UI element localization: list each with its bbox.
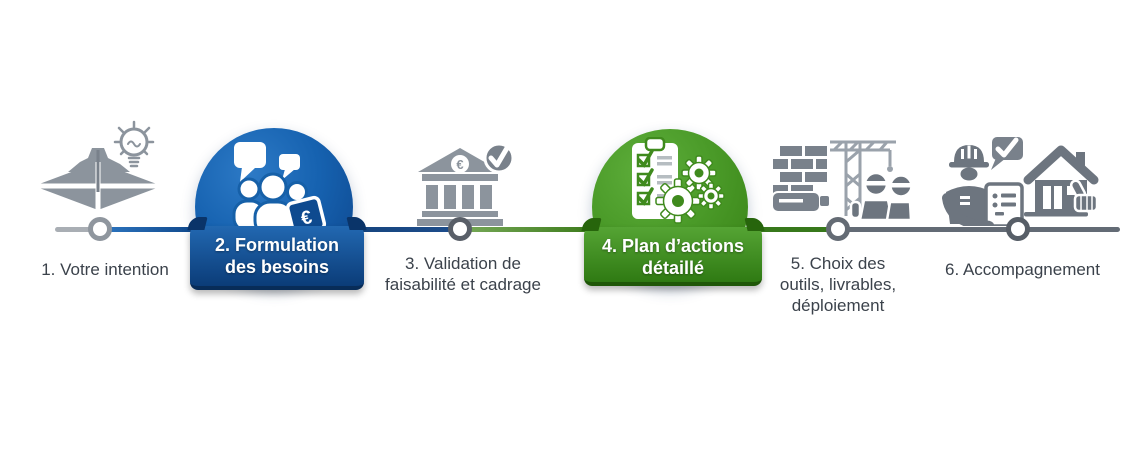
feature-label-line: des besoins (224, 257, 330, 277)
step-label-3: 3. Validation de faisabilité et cadrage (368, 253, 558, 295)
timeline-node-6 (1006, 217, 1030, 241)
timeline-segment-green-in (462, 227, 587, 232)
terrain-lightbulb-icon (30, 120, 170, 225)
worker-handover-house-icon (934, 132, 1102, 231)
feature-label-line: détaillé (641, 258, 705, 278)
timeline-node-3 (448, 217, 472, 241)
step-label-line: 5. Choix des (790, 254, 886, 273)
timeline-segment-green-out (758, 227, 832, 232)
timeline-segment-blue-out (358, 227, 462, 232)
step-label-line: déploiement (791, 296, 885, 315)
euro-symbol: € (456, 157, 463, 172)
construction-site-icon (770, 132, 914, 231)
feature-badge-step-4: 4. Plan d’actions détaillé (584, 227, 762, 286)
feature-badge-step-2: 2. Formulation des besoins (190, 226, 364, 290)
step-label-1: 1. Votre intention (15, 259, 195, 280)
feature-label-line: 2. Formulation (214, 235, 339, 255)
checklist-gears-icon (632, 137, 725, 224)
step-label-5: 5. Choix des outils, livrables, déploiem… (758, 253, 918, 316)
timeline-node-1 (88, 217, 112, 241)
timeline-segment-start (55, 227, 102, 232)
step-label-6: 6. Accompagnement (930, 259, 1115, 280)
timeline-node-5 (826, 217, 850, 241)
step-label-line: 1. Votre intention (41, 260, 169, 279)
timeline-segment-end (832, 227, 1120, 232)
step-label-line: 3. Validation de (405, 254, 521, 273)
step-label-line: faisabilité et cadrage (385, 275, 541, 294)
timeline-segment-blue-in (98, 227, 195, 232)
step-label-line: 6. Accompagnement (945, 260, 1100, 279)
step-label-line: outils, livrables, (779, 275, 897, 294)
feature-label-line: 4. Plan d’actions (601, 236, 745, 256)
